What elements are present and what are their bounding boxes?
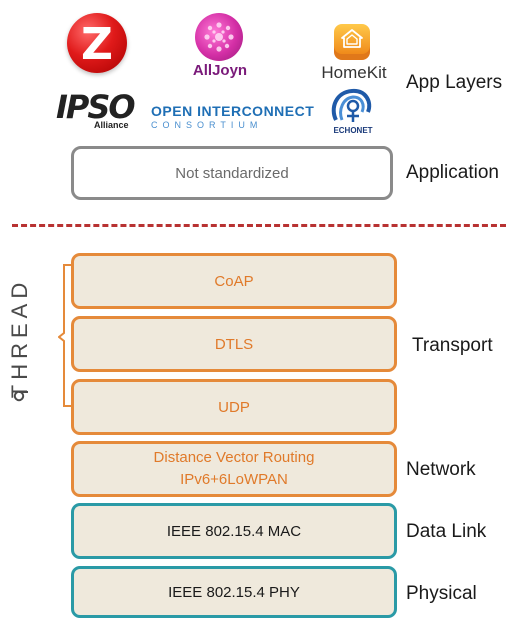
network-label: Network	[406, 459, 476, 480]
application-box-text: Not standardized	[175, 164, 289, 182]
transport-label: Transport	[412, 335, 493, 356]
network-box-line1: Distance Vector Routing	[153, 449, 315, 466]
homekit-logo-text: HomeKit	[321, 63, 387, 82]
homekit-logo-icon	[330, 18, 374, 62]
layer-divider	[12, 224, 506, 227]
zwave-logo: Z	[67, 13, 127, 73]
application-box: Not standardized	[71, 146, 393, 200]
app-layers-label: App Layers	[406, 72, 503, 93]
data-link-label: Data Link	[406, 521, 487, 542]
phy-box-text: IEEE 802.15.4 PHY	[168, 583, 300, 601]
network-box: Distance Vector Routing IPv6+6LoWPAN	[71, 441, 397, 497]
echonet-logo-icon	[326, 86, 376, 126]
udp-box: UDP	[71, 379, 397, 435]
ipso-logo: IPSO Alliance	[56, 88, 138, 132]
dtls-box: DTLS	[71, 316, 397, 372]
zwave-logo-letter: Z	[81, 19, 113, 70]
physical-label: Physical	[406, 583, 477, 604]
thread-bracket	[57, 263, 72, 408]
coap-box-text: CoAP	[214, 272, 254, 290]
coap-box: CoAP	[71, 253, 397, 309]
alljoyn-logo-text: AllJoyn	[192, 62, 248, 79]
application-label: Application	[406, 162, 499, 183]
oic-logo: OPEN INTERCONNECT CONSORTIUM	[151, 103, 326, 130]
thread-label: THREAD	[0, 268, 40, 408]
mac-box-text: IEEE 802.15.4 MAC	[166, 522, 302, 540]
network-box-line2: IPv6+6LoWPAN	[180, 471, 288, 488]
ipso-logo-main: IPSO	[56, 88, 136, 126]
udp-box-text: UDP	[218, 398, 250, 416]
dtls-box-text: DTLS	[214, 335, 254, 353]
echonet-logo-text: ECHONET	[333, 126, 373, 135]
oic-logo-line2: CONSORTIUM	[151, 120, 263, 130]
mac-box: IEEE 802.15.4 MAC	[71, 503, 397, 559]
oic-logo-line1: OPEN INTERCONNECT	[151, 103, 315, 119]
ipso-logo-sub: Alliance	[94, 120, 129, 130]
alljoyn-logo-icon	[195, 13, 243, 61]
phy-box: IEEE 802.15.4 PHY	[71, 566, 397, 618]
thread-label-text: THREAD	[7, 278, 32, 398]
